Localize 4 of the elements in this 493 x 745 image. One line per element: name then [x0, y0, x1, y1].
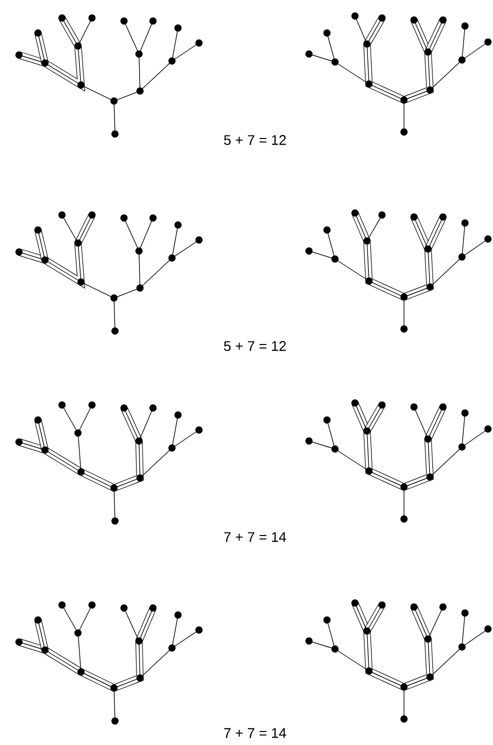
equation-label: 7 + 7 = 14	[224, 532, 286, 542]
equation-label: 7 + 7 = 14	[224, 728, 286, 738]
equation-label: 5 + 7 = 12	[224, 341, 286, 351]
equation-label: 5 + 7 = 12	[224, 135, 286, 145]
